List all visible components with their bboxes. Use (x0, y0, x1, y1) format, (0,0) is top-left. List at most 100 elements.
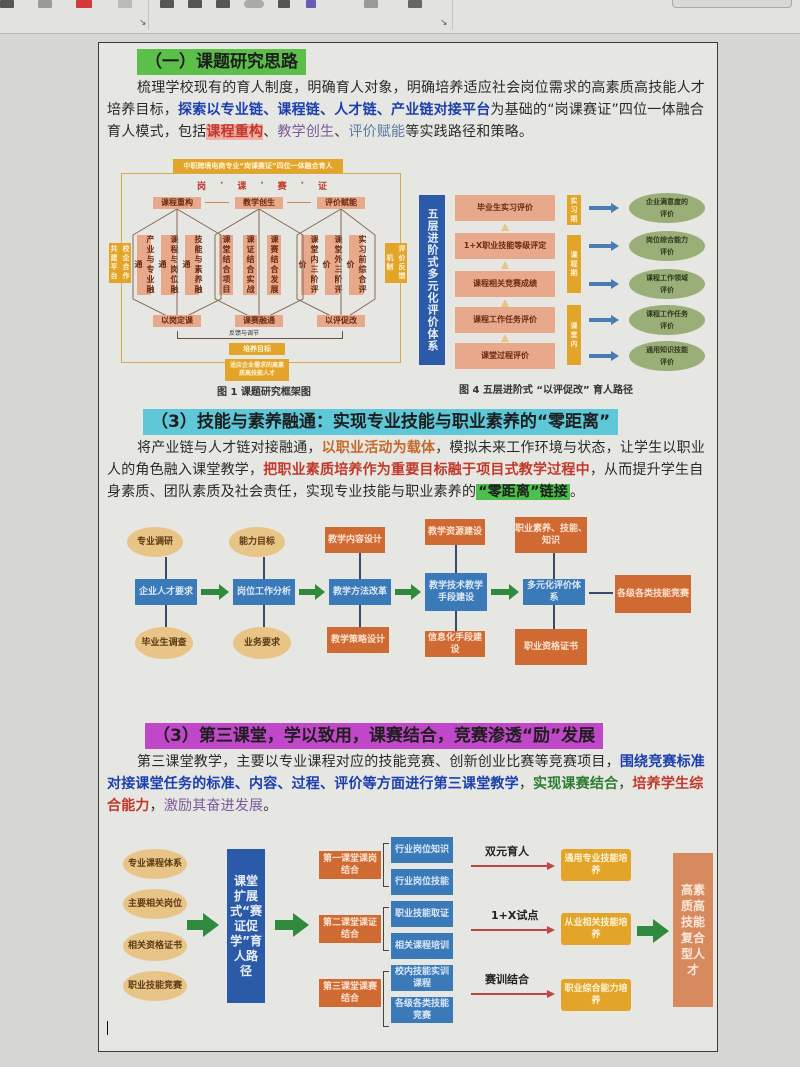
result-box: 职业综合能力培养 (561, 979, 631, 1011)
border-icon[interactable] (364, 0, 378, 8)
highlight-color-icon[interactable] (76, 0, 92, 8)
classroom-box: 第一课堂课岗结合 (319, 851, 381, 879)
link-icon[interactable] (38, 0, 52, 8)
paragraph-dialog-launcher-icon[interactable]: ↘ (440, 18, 448, 28)
flow-main-node: 岗位工作分析 (233, 579, 295, 605)
stage-bottom: 以岗定课 (153, 315, 201, 327)
green-arrow-icon (395, 584, 421, 600)
input-ellipse: 主要相关岗位 (123, 889, 187, 919)
red-arrow-icon (471, 926, 555, 934)
figure-1-hexagon-lines (132, 209, 376, 322)
text-run-emphasis-orange: 以职业活动为载体 (321, 440, 436, 456)
evaluation-layer: 课堂过程评价 (455, 343, 555, 369)
text-effect-icon[interactable] (118, 0, 132, 8)
arrow-label: 1+X试点 (491, 909, 539, 922)
text-run-highlight-green: “零距离”链接 (476, 484, 571, 500)
sort-icon[interactable] (408, 0, 422, 8)
paragraph-skills-literacy: 将产业链与人才链对接融通，以职业活动为载体，模拟未来工作环境与状态，让学生以职业… (107, 437, 711, 503)
evaluation-system-label: 五层进阶式多元化评价体系 (419, 195, 445, 365)
feedback-bracket (177, 331, 343, 339)
outcome-ellipse: 课程工作领域评价 (629, 269, 705, 299)
flow-top-node: 教学资源建设 (425, 519, 485, 545)
pillar-dot: · (260, 179, 264, 189)
text-run: ， (518, 776, 534, 792)
outcome-ellipse: 通用知识技能评价 (629, 341, 705, 371)
shading-icon[interactable] (306, 0, 316, 8)
column-cell: 课证结合实战 (243, 235, 257, 295)
connector (455, 611, 457, 631)
up-arrow-icon (501, 299, 509, 307)
arrow-label: 赛训结合 (485, 973, 529, 986)
connector (359, 553, 361, 579)
flow-main-node: 多元化评价体系 (523, 579, 585, 605)
text-run: 。 (570, 484, 585, 500)
pillar-label: 证 (317, 182, 327, 192)
detail-box: 职业技能取证 (391, 901, 453, 927)
paragraph-third-classroom: 第三课堂教学，主要以专业课程对应的技能竞赛、创新创业比赛等竞赛项目，围绕竞赛标准… (107, 751, 713, 817)
column-cell: 产业与专业融通 (134, 235, 155, 295)
connector (589, 592, 613, 594)
stage-top: 评价赋能 (317, 197, 365, 209)
connector (263, 557, 265, 579)
pillar-dot: · (219, 179, 224, 189)
align-center-icon[interactable] (188, 0, 202, 8)
column-cell: 实习前综合评价 (346, 235, 367, 295)
right-arrow-icon (589, 351, 619, 361)
align-left-icon[interactable] (160, 0, 174, 8)
line-spacing-icon[interactable] (278, 0, 290, 8)
outcome-ellipse: 岗位综合能力评价 (629, 231, 705, 261)
input-ellipse: 专业课程体系 (123, 849, 187, 879)
styles-gallery[interactable] (672, 0, 792, 8)
word-ribbon-toolbar: ↘ ↘ (0, 0, 800, 34)
stage-top: 课程重构 (153, 197, 201, 209)
pillar-label: 岗 (197, 182, 207, 192)
text-run-emphasis-red: 课程重构 (206, 124, 264, 140)
text-run: 、 (334, 124, 349, 140)
outcome-ellipse: 课程工作任务评价 (629, 305, 705, 335)
flow-top-node: 职业素养、技能、知识 (515, 517, 587, 553)
outcome-ellipse: 企业满意度的评价 (629, 193, 705, 223)
right-arrow-icon (589, 241, 619, 251)
document-page: （一）课题研究思路 梳理学校现有的育人制度，明确育人对象，明确培养适应社会岗位需… (98, 42, 718, 1052)
flow-main-node: 企业人才要求 (135, 579, 197, 605)
section-heading-skills-literacy: （3）技能与素养融通：实现专业技能与职业素养的“零距离” (143, 409, 619, 435)
stage-top: 教学创生 (235, 197, 283, 209)
green-arrow-icon (491, 584, 519, 600)
red-arrow-icon (471, 990, 555, 998)
center-path-label: 课堂扩展式“赛证促学”育人路径 (227, 849, 265, 1003)
flow-bottom-node: 信息化手段建设 (425, 631, 485, 657)
text-run-emphasis-lightblue: 评价赋能 (348, 124, 406, 140)
text-run-emphasis-blue: 围绕竞赛标准对接课堂任务的标准、内容、过程、评价等方面进行第三课堂教学 (107, 754, 706, 792)
text-run: 梳理学校现有的育人制度，明确育人对象，明确培养适应社会岗位需求的高素质高技能人才… (107, 80, 705, 118)
font-color-icon[interactable] (0, 0, 14, 8)
flow-main-node: 各级各类技能竞赛 (615, 575, 691, 613)
text-run: ，从而提升学生自身素质、团队素质及社会责任，实现专业技能与职业素养的 (107, 462, 704, 500)
figure-1-title-bar: 中职跨境电商专业“岗课赛证”四位一体融合育人 (173, 159, 343, 173)
column-cell: 课程与岗位融通 (158, 235, 179, 295)
figure-1-pillars: 岗 · 课 · 赛 · 证 (197, 179, 327, 192)
align-right-icon[interactable] (216, 0, 230, 8)
up-arrow-icon (501, 223, 509, 231)
output-box-talent: 适应企业需求的高素质高技能人才 (225, 359, 289, 381)
font-dialog-launcher-icon[interactable]: ↘ (139, 18, 147, 28)
justify-icon[interactable] (244, 0, 264, 8)
phase-label: 课程期 (567, 235, 581, 293)
column-cell: 课堂外三阶评价 (322, 235, 343, 295)
input-ellipse: 相关资格证书 (123, 931, 187, 961)
bracket (383, 907, 389, 951)
bracket (383, 843, 389, 887)
text-run: 将产业链与人才链对接融通， (137, 440, 322, 456)
output-box-goal: 培养目标 (229, 343, 285, 355)
evaluation-layer: 课程相关竞赛成绩 (455, 271, 555, 297)
text-run-emphasis-green: 实现课赛结合 (533, 776, 619, 792)
detail-box: 行业岗位知识 (391, 837, 453, 863)
detail-box: 各级各类技能竞赛 (391, 997, 453, 1023)
side-box-left: 校企合作共建平台 (109, 243, 131, 283)
text-run: ， (149, 798, 164, 814)
green-arrow-icon (275, 913, 309, 937)
phase-label: 实习期 (567, 195, 581, 225)
pillar-label: 课 (237, 182, 247, 192)
text-run: 等实践路径和策略。 (405, 124, 534, 140)
result-box: 从业相关技能培养 (561, 913, 631, 945)
column-cell: 课堂结合项目 (219, 235, 233, 295)
